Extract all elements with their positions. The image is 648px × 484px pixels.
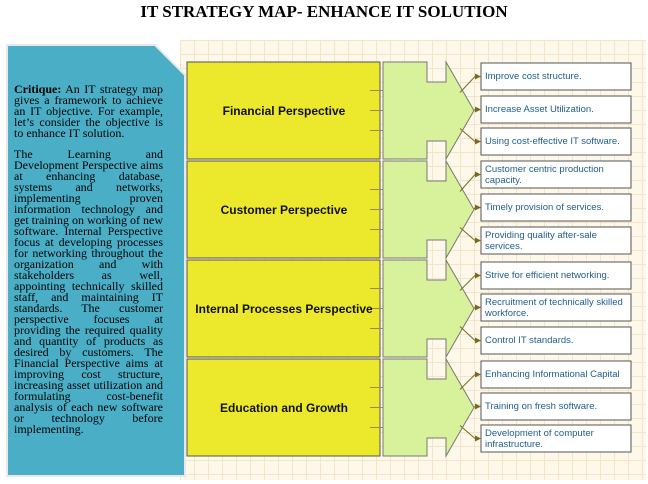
perspective-label: Education and Growth (220, 400, 348, 415)
objective-box (480, 62, 632, 91)
arrowhead-icon (475, 204, 481, 211)
objective-label: Strive for efficient networking. (485, 270, 610, 281)
connector-arrow (459, 76, 476, 93)
connector-arrow (459, 374, 476, 390)
objective-label: Enhancing Informational Capital (485, 369, 620, 380)
objective-label: Providing quality after-sale services. (485, 229, 597, 252)
objective-box (480, 392, 632, 421)
arrowhead-icon (475, 171, 481, 178)
arrowhead-icon (475, 237, 481, 244)
arrowhead-icon (475, 73, 481, 80)
connector-arrow (473, 109, 476, 111)
connector-arrow (473, 307, 476, 309)
perspective-label: Financial Perspective (222, 103, 346, 118)
objective-box (480, 193, 632, 222)
critique-text: Critique: An IT strategy map gives a fra… (14, 82, 163, 445)
objective-box (480, 95, 632, 124)
arrowhead-icon (475, 371, 481, 378)
critique-label: Critique: (14, 82, 62, 96)
objective-label: Development of computer infrastructure. (485, 427, 594, 450)
arrow-shape (382, 258, 475, 359)
connector-arrow (473, 406, 476, 408)
connector-arrow (459, 174, 476, 192)
perspective-box (186, 160, 381, 259)
arrowhead-icon (475, 106, 481, 113)
perspective-box (186, 259, 381, 358)
connector-arrow (459, 275, 476, 291)
objective-label: Using cost-effective IT software. (485, 136, 620, 147)
objective-box (480, 160, 632, 189)
perspective-label: Internal Processes Perspective (195, 301, 373, 316)
objective-box (480, 360, 632, 389)
arrowhead-icon (475, 138, 481, 145)
arrowhead-icon (475, 337, 481, 344)
objective-label: Control IT standards. (485, 335, 574, 346)
critique-panel (6, 44, 186, 477)
objective-label: Timely provision of services. (485, 202, 604, 213)
arrow-shape (382, 357, 475, 458)
objective-label: Improve cost structure. (485, 71, 582, 82)
objective-label: Customer centric production capacity. (485, 163, 604, 186)
arrow-shape (382, 60, 475, 161)
critique-body: The Learning and Development Perspective… (14, 147, 163, 436)
connector-arrow (459, 326, 476, 341)
connector-arrow (459, 425, 476, 439)
page-title: IT STRATEGY MAP- ENHANCE IT SOLUTION (140, 2, 508, 21)
objective-label: Recruitment of technically skilled workf… (485, 296, 623, 319)
connector-arrow (459, 128, 476, 142)
objective-box (480, 127, 632, 156)
arrowhead-icon (475, 304, 481, 311)
perspective-box (186, 358, 381, 457)
arrowhead-icon (475, 403, 481, 410)
objective-box (480, 424, 632, 453)
critique-intro: An IT strategy map gives a framework to … (14, 82, 163, 140)
objective-box (480, 261, 632, 290)
perspective-label: Customer Perspective (220, 202, 348, 217)
arrowhead-icon (475, 435, 481, 442)
connector-arrow (473, 207, 476, 210)
objective-label: Training on fresh software. (485, 401, 598, 412)
arrow-shape (382, 159, 475, 260)
connector-arrow (459, 227, 476, 241)
objective-box (480, 326, 632, 355)
objective-label: Increase Asset Utilization. (485, 104, 594, 115)
objective-box (480, 226, 632, 255)
arrowhead-icon (475, 272, 481, 279)
objective-box (480, 293, 632, 322)
